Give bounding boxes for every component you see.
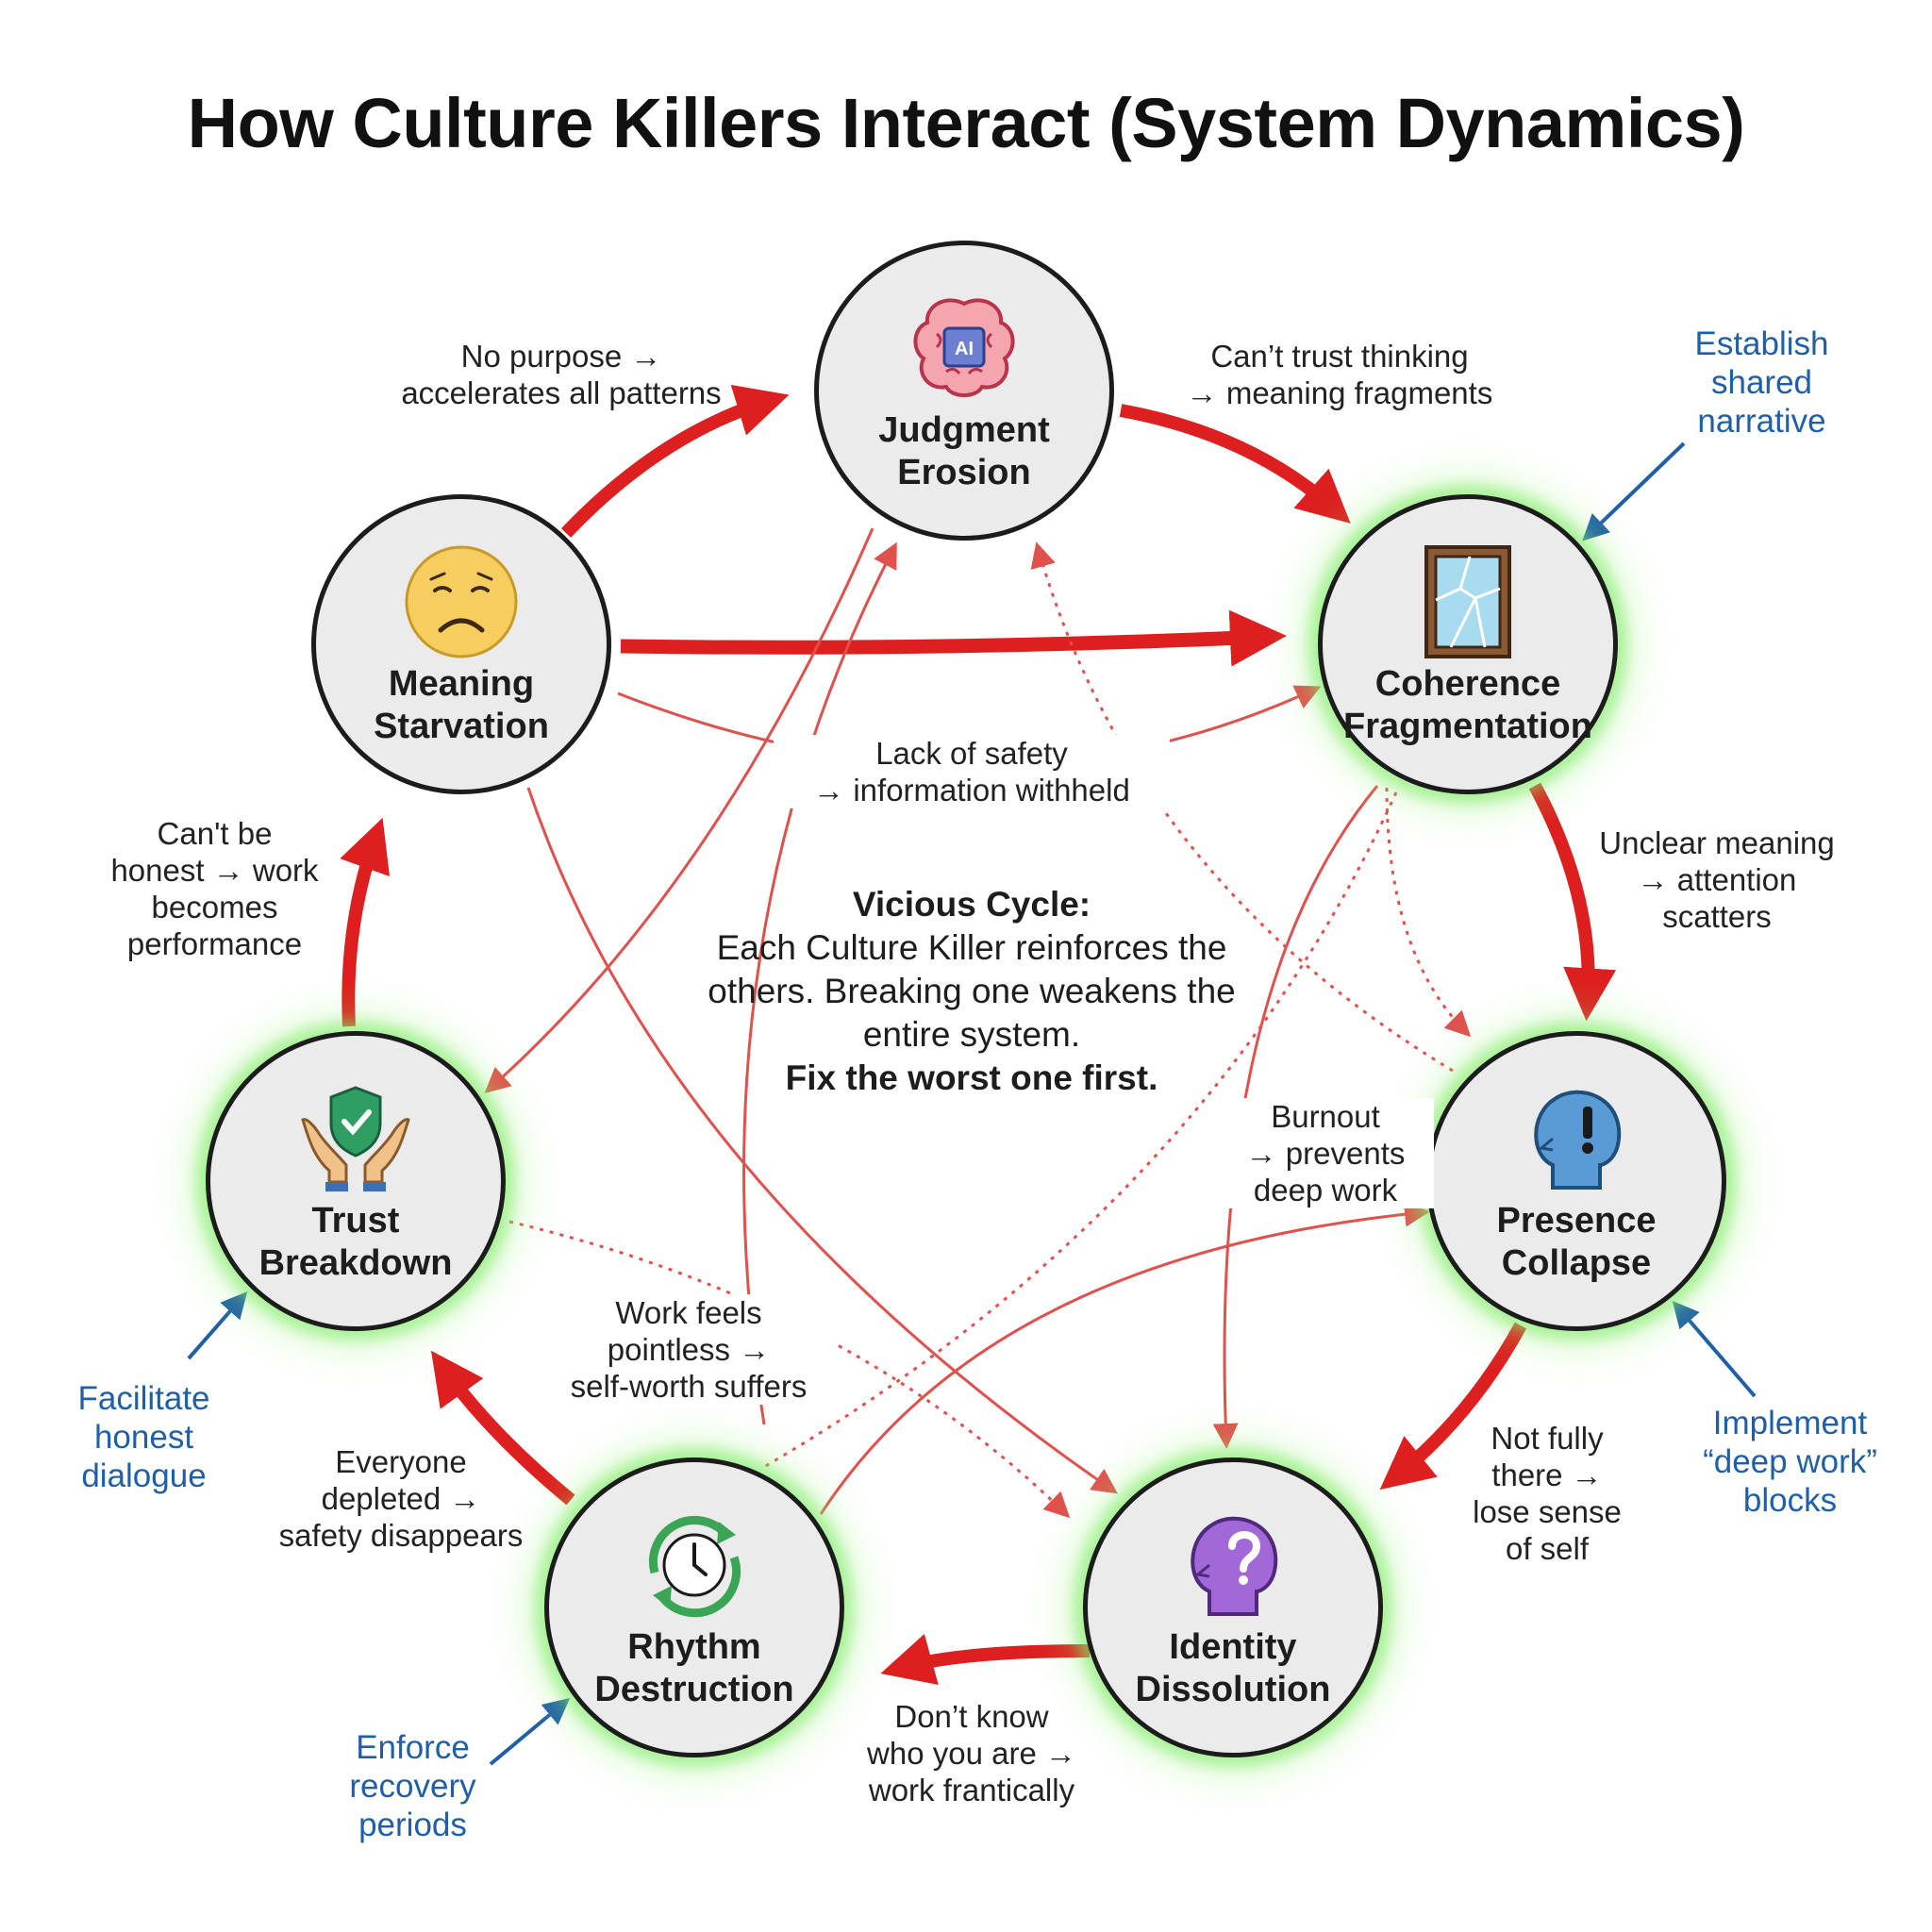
intervention-arrow-trust	[187, 1291, 248, 1360]
edge-label-presence-identity: Not fully there → lose sense of self	[1473, 1421, 1622, 1566]
edge-label-work-pointless: Work feels pointless → self-worth suffer…	[542, 1294, 835, 1405]
intervention-arrow-coherence	[1582, 441, 1686, 541]
arrow-rhythm-to-judgment	[742, 541, 897, 1425]
arrow-meaning-to-identity	[526, 787, 1118, 1494]
arrow-coherence-to-presence	[1528, 782, 1617, 1022]
center-emphasis: Fix the worst one first.	[785, 1058, 1158, 1097]
node-label: Identity Dissolution	[1135, 1627, 1331, 1709]
intervention-presence: Implement “deep work” blocks	[1703, 1405, 1877, 1519]
ai-brain-icon: AI	[903, 287, 1025, 409]
page-title: How Culture Killers Interact (System Dyn…	[187, 84, 1745, 162]
node-presence-collapse: Presence Collapse	[1426, 1031, 1726, 1331]
node-coherence-fragmentation: Coherence Fragmentation	[1318, 494, 1618, 794]
edge-label-meaning-judgment: No purpose → accelerates all patterns	[401, 339, 722, 410]
edge-label-burnout: Burnout → prevents deep work	[1217, 1098, 1434, 1208]
arrow-coherence-to-identity	[1212, 785, 1379, 1449]
arrow-identity-to-rhythm	[880, 1634, 1091, 1686]
node-trust-breakdown: Trust Breakdown	[206, 1031, 506, 1331]
ai-chip-text: AI	[955, 339, 974, 359]
node-identity-dissolution: Identity Dissolution	[1083, 1457, 1383, 1757]
intervention-arrow-presence	[1672, 1300, 1757, 1398]
head-question-icon	[1172, 1504, 1294, 1626]
arrow-judgment-to-trust	[484, 527, 874, 1093]
arrow-rhythm-to-trust	[430, 1350, 575, 1506]
hands-shield-icon	[294, 1077, 417, 1200]
node-judgment-erosion: AI Judgment Erosion	[814, 241, 1114, 541]
center-body: Each Culture Killer reinforces the other…	[708, 928, 1236, 1054]
center-heading: Vicious Cycle:	[852, 885, 1091, 924]
sad-face-icon	[400, 541, 523, 663]
edge-label-trust-meaning: Can't be honest → work becomes performan…	[110, 816, 319, 961]
edge-label-coherence-presence: Unclear meaning → attention scatters	[1599, 825, 1835, 934]
intervention-coherence: Establish shared narrative	[1694, 325, 1829, 440]
node-label: Trust Breakdown	[258, 1201, 453, 1283]
edge-label-lack-of-safety: Lack of safety → information withheld	[774, 735, 1170, 808]
arrow-coherence-to-presence-dotted	[1385, 787, 1472, 1038]
node-label: Coherence Fragmentation	[1343, 664, 1592, 746]
arrow-rhythm-to-presence	[819, 1201, 1430, 1515]
cycle-clock-icon	[633, 1504, 756, 1626]
arrow-trust-to-identity-dotted	[508, 1220, 1071, 1519]
arrow-meaning-to-coherence	[620, 609, 1287, 667]
edge-label-identity-rhythm: Don’t know who you are → work franticall…	[867, 1699, 1076, 1807]
arrow-presence-to-identity	[1379, 1322, 1527, 1491]
center-summary: Vicious Cycle: Each Culture Killer reinf…	[698, 883, 1245, 1100]
arrow-judgment-to-coherence	[1119, 404, 1351, 524]
node-label: Presence Collapse	[1496, 1201, 1657, 1283]
node-label: Judgment Erosion	[878, 410, 1050, 492]
arrow-meaning-to-judgment	[560, 385, 790, 538]
intervention-arrow-rhythm	[489, 1697, 571, 1766]
node-meaning-starvation: Meaning Starvation	[311, 494, 611, 794]
edge-label-judgment-coherence: Can’t trust thinking → meaning fragments	[1186, 339, 1493, 410]
cracked-mirror-icon	[1407, 541, 1529, 663]
node-label: Meaning Starvation	[374, 664, 549, 746]
arrow-presence-to-judgment-dotted	[1030, 541, 1454, 1073]
node-label: Rhythm Destruction	[594, 1627, 794, 1709]
head-exclamation-icon	[1515, 1077, 1638, 1200]
intervention-rhythm: Enforce recovery periods	[349, 1729, 476, 1843]
arrow-trust-to-meaning	[340, 817, 391, 1027]
edge-label-rhythm-trust: Everyone depleted → safety disappears	[278, 1444, 524, 1553]
intervention-trust: Facilitate honest dialogue	[77, 1380, 210, 1494]
node-rhythm-destruction: Rhythm Destruction	[544, 1457, 844, 1757]
